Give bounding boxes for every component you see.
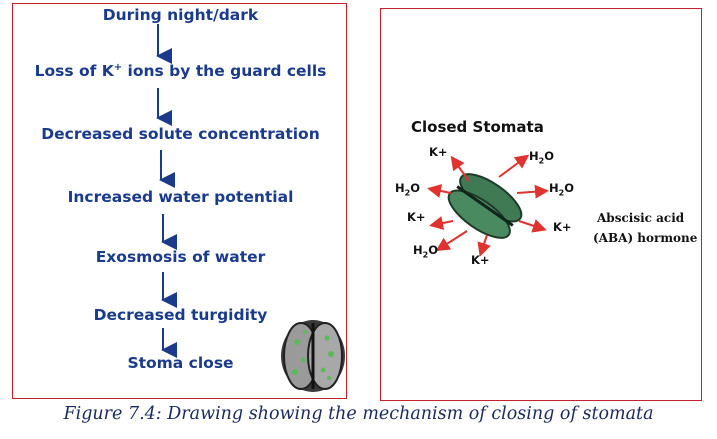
- step-2-tail: ions by the guard cells: [122, 62, 327, 81]
- water-o: O: [544, 149, 554, 163]
- water-o: O: [428, 243, 438, 257]
- arrow-left: [427, 184, 452, 198]
- step-2-sup: +: [113, 62, 123, 73]
- arrow-lower-right: [518, 219, 547, 233]
- water-sub: 2: [422, 250, 429, 260]
- k-ion-bottom: K+: [471, 253, 490, 267]
- k-ion-top: K+: [429, 145, 448, 159]
- stoma-image: [281, 320, 345, 392]
- closed-stomata-diagram: [427, 154, 549, 257]
- step-4: Increased water potential: [67, 188, 294, 206]
- arrow-lower-left: [429, 216, 454, 230]
- arrow-down-left: [435, 230, 468, 252]
- k-ion-right: K+: [553, 220, 572, 234]
- water-h: H: [529, 149, 539, 163]
- water-left: H2O: [395, 181, 420, 197]
- water-sub: 2: [558, 188, 565, 198]
- arrow-down: [477, 234, 491, 257]
- guard-cells: [447, 173, 523, 239]
- water-h: H: [549, 181, 559, 195]
- flowchart-panel: During night/dark Loss of K+ ions by the…: [12, 3, 347, 399]
- water-sub: 2: [538, 156, 545, 166]
- step-2: Loss of K+ ions by the guard cells: [13, 62, 348, 80]
- water-sub: 2: [404, 188, 411, 198]
- water-h: H: [395, 181, 405, 195]
- water-o: O: [564, 181, 574, 195]
- step-6: Decreased turgidity: [93, 306, 268, 324]
- aba-line-1: Abscisic acid: [597, 211, 685, 225]
- step-5: Exosmosis of water: [95, 248, 266, 266]
- figure-caption: Figure 7.4: Drawing showing the mechanis…: [63, 404, 654, 424]
- flow-arrows: [156, 24, 345, 392]
- closed-stomata-panel: Closed Stomata K+ H2O H2O H2O K+ K+ H2O …: [380, 8, 702, 401]
- arrow-up-right: [498, 154, 530, 178]
- water-right: H2O: [549, 181, 574, 197]
- diagram-title: Closed Stomata: [411, 118, 544, 136]
- k-ion-left: K+: [407, 210, 426, 224]
- water-o: O: [410, 181, 420, 195]
- water-bottom-left: H2O: [413, 243, 438, 259]
- water-top-right: H2O: [529, 149, 554, 165]
- step-2-main: Loss of K: [34, 62, 114, 81]
- step-3: Decreased solute concentration: [41, 125, 320, 143]
- step-7: Stoma close: [127, 354, 234, 372]
- arrow-right: [516, 184, 549, 199]
- arrow-up-left: [450, 155, 470, 182]
- aba-line-2: (ABA) hormone: [593, 231, 698, 245]
- water-h: H: [413, 243, 423, 257]
- step-1: During night/dark: [102, 6, 259, 24]
